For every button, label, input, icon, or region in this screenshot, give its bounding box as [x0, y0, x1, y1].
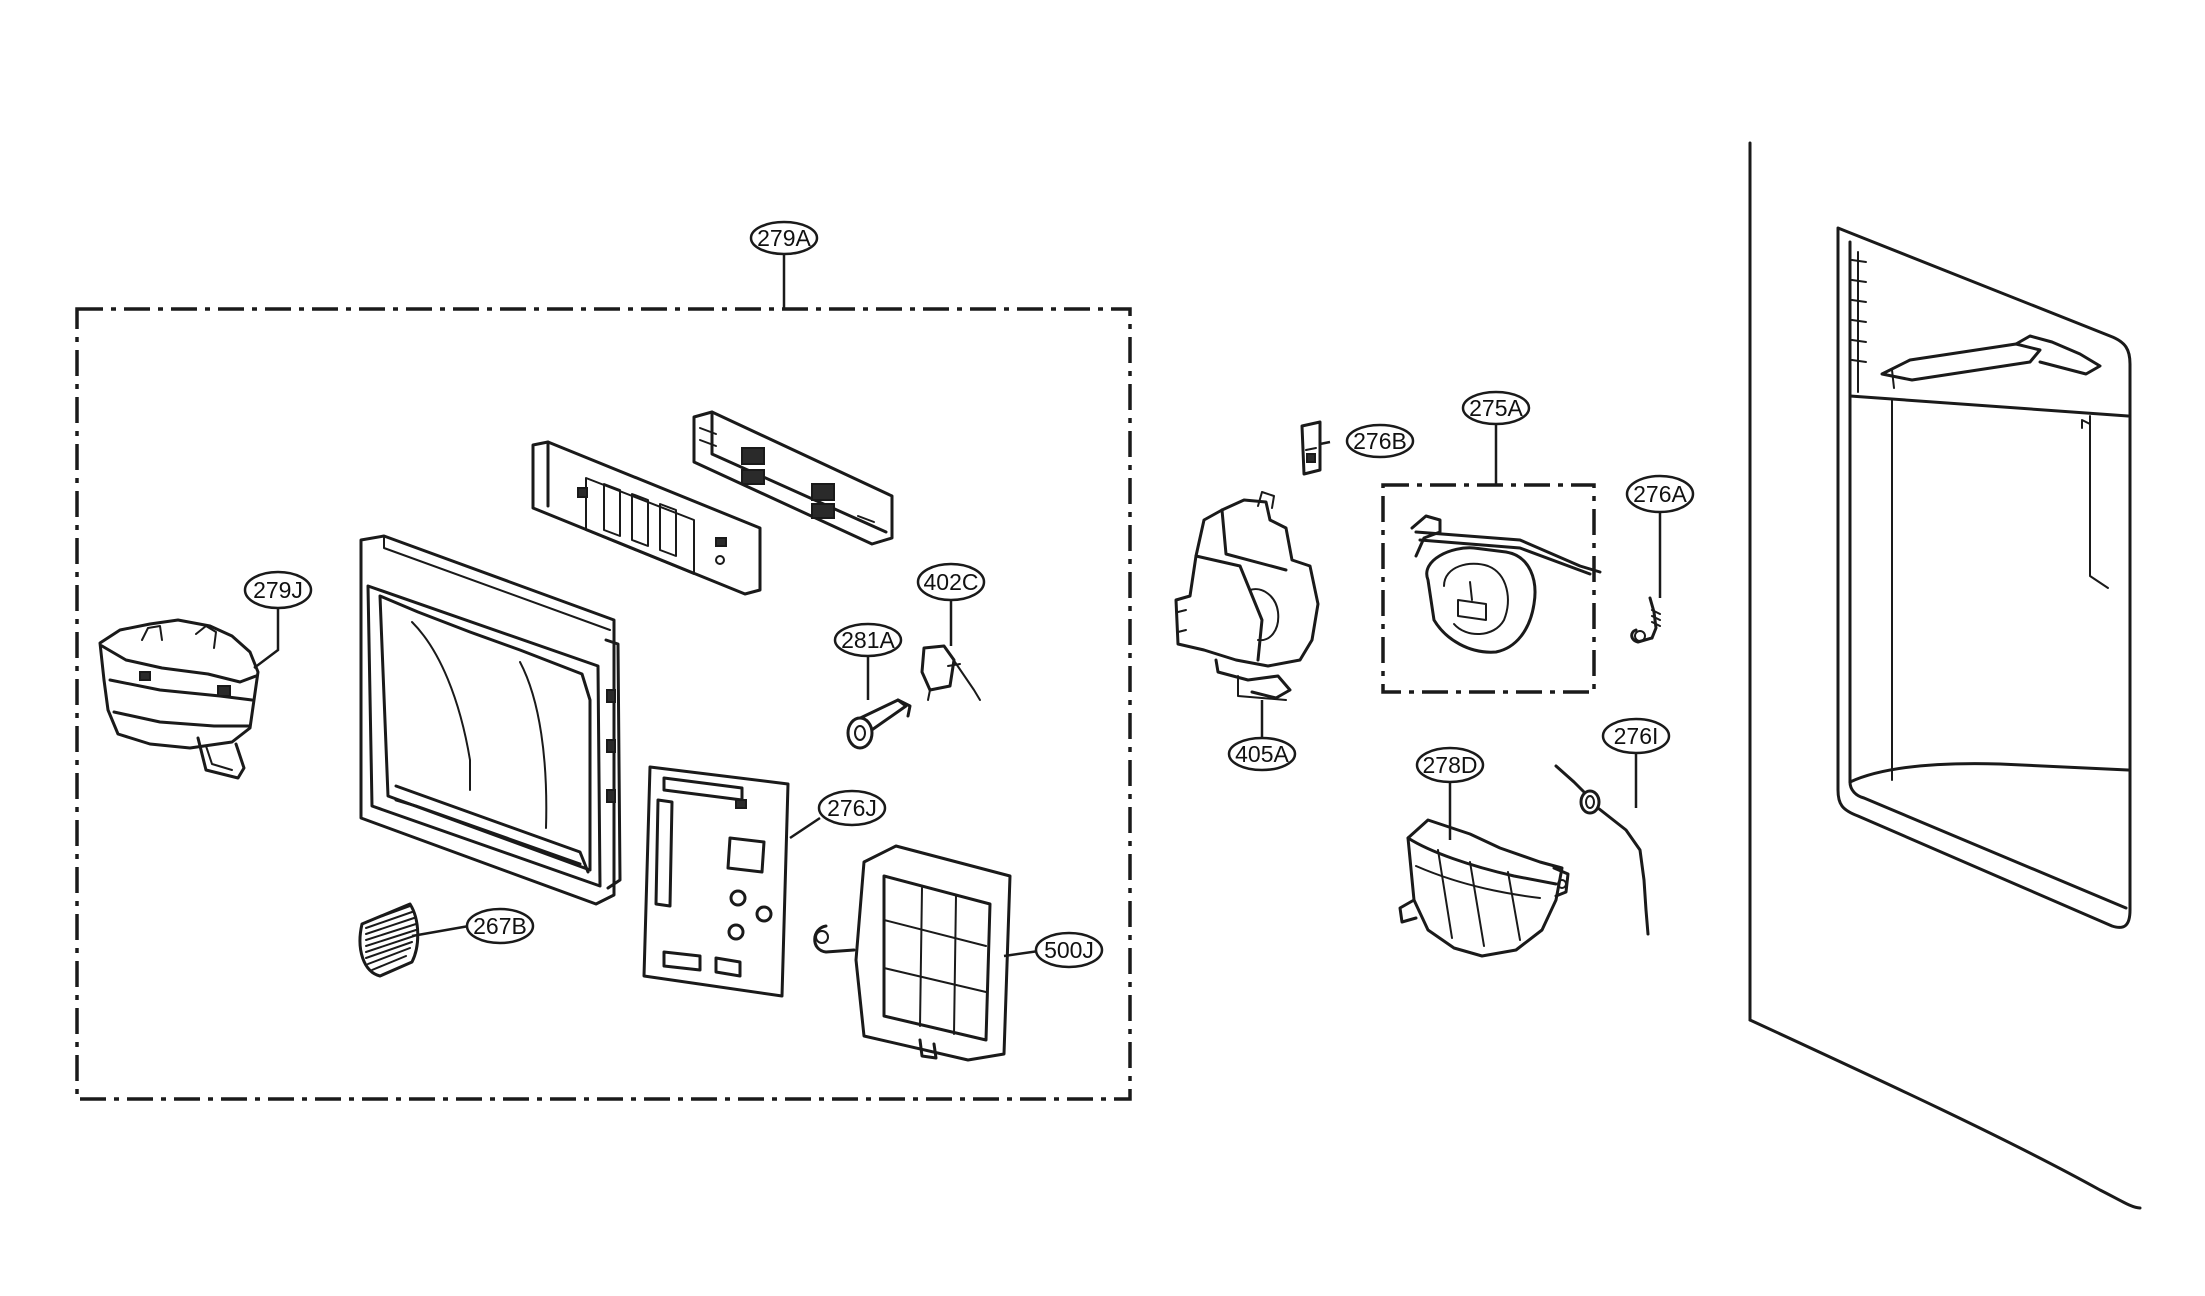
leader-lines [253, 254, 1662, 958]
callout-278D: 278D [1415, 746, 1485, 784]
part-276B-clip [1300, 420, 1322, 476]
callout-276I: 276I [1601, 717, 1671, 755]
callout-500J: 500J [1034, 931, 1104, 969]
part-281A-lever [846, 698, 912, 750]
callout-label: 279J [253, 577, 303, 603]
callout-label: 276I [1614, 723, 1659, 749]
callout-label: 275A [1469, 395, 1523, 421]
callout-276J: 276J [817, 789, 887, 827]
callout-label: 276A [1633, 481, 1687, 507]
callout-label: 279A [757, 225, 811, 251]
callout-label: 500J [1044, 937, 1094, 963]
part-275A-door [1410, 514, 1602, 654]
part-switch-housing [692, 410, 894, 546]
part-279J-chute-cover [98, 618, 260, 780]
callout-279J: 279J [243, 570, 313, 610]
callout-279A: 279A [749, 220, 819, 256]
callout-402C: 402C [916, 562, 986, 602]
callout-281A: 281A [833, 622, 903, 658]
part-402C-switch [920, 644, 981, 701]
part-405A-actuator [1174, 491, 1320, 701]
callout-275A: 275A [1461, 390, 1531, 426]
part-276A-spring-pin [1630, 596, 1661, 644]
part-278D-ice-duct [1398, 818, 1570, 958]
callout-label: 276J [827, 795, 877, 821]
part-276J-pcb [642, 765, 790, 998]
part-500J-cover [813, 844, 1012, 1062]
part-dispenser-frame [359, 534, 622, 906]
part-refrigerator-door [1748, 141, 2142, 1210]
part-276I-spring-wire [1554, 764, 1650, 936]
part-display-panel [531, 440, 762, 596]
callout-276A: 276A [1625, 474, 1695, 514]
part-267B-spring [358, 902, 420, 978]
callout-label: 278D [1423, 752, 1478, 778]
callout-label: 276B [1353, 428, 1407, 454]
assembly-279A-boundary [75, 307, 1132, 1101]
assembly-275A-boundary [1381, 483, 1596, 694]
callout-267B: 267B [465, 907, 535, 945]
callout-405A: 405A [1227, 736, 1297, 772]
callout-276B: 276B [1345, 423, 1415, 459]
callout-label: 281A [841, 627, 895, 653]
callout-label: 405A [1235, 741, 1289, 767]
callout-label: 267B [473, 913, 527, 939]
callout-label: 402C [924, 569, 979, 595]
